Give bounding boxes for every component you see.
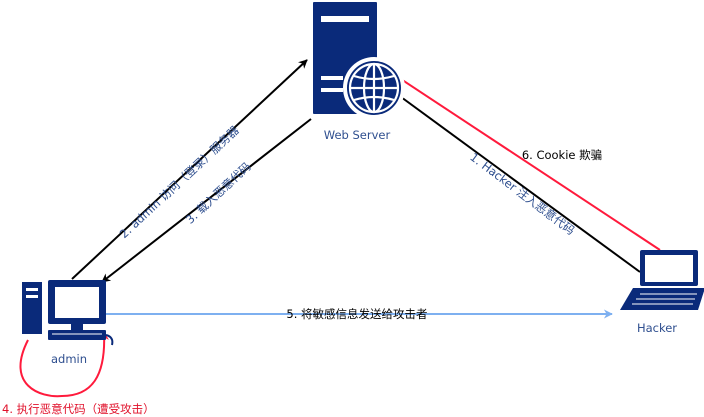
- edge-label-cookie-fraud: 6. Cookie 欺骗: [522, 148, 602, 162]
- hacker-label: Hacker: [637, 321, 677, 335]
- edge-server-to-admin: [101, 118, 312, 283]
- edge-execute-loop: [19, 331, 109, 398]
- desktop-computer-icon: [22, 280, 114, 346]
- web-server-icon: [313, 2, 405, 119]
- laptop-icon: [620, 250, 704, 310]
- edge-label-send-info: 5. 将敏感信息发送给攻击者: [286, 307, 427, 321]
- admin-label: admin: [51, 352, 87, 366]
- edge-admin-to-server: [71, 59, 308, 280]
- edge-cookie-fraud: [371, 59, 661, 251]
- edge-label-execute: 4. 执行恶意代码（遭受攻击）: [2, 402, 155, 416]
- edge-hacker-to-server: [385, 85, 641, 273]
- edge-label-hacker-inject: 1. Hacker 注入恶意代码: [467, 150, 577, 238]
- web-server-label: Web Server: [324, 128, 391, 142]
